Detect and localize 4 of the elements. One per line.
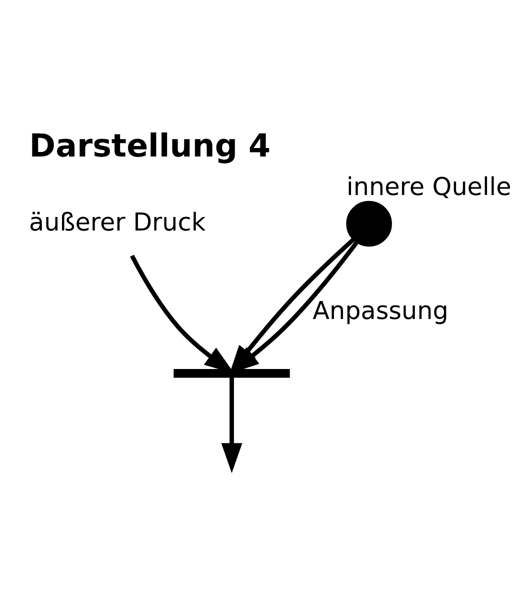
edge-label: Anpassung: [312, 296, 448, 325]
diagram-title: Darstellung 4: [29, 128, 271, 164]
node-label: innere Quelle: [346, 172, 512, 201]
node-text: äußerer Druck: [29, 206, 206, 236]
